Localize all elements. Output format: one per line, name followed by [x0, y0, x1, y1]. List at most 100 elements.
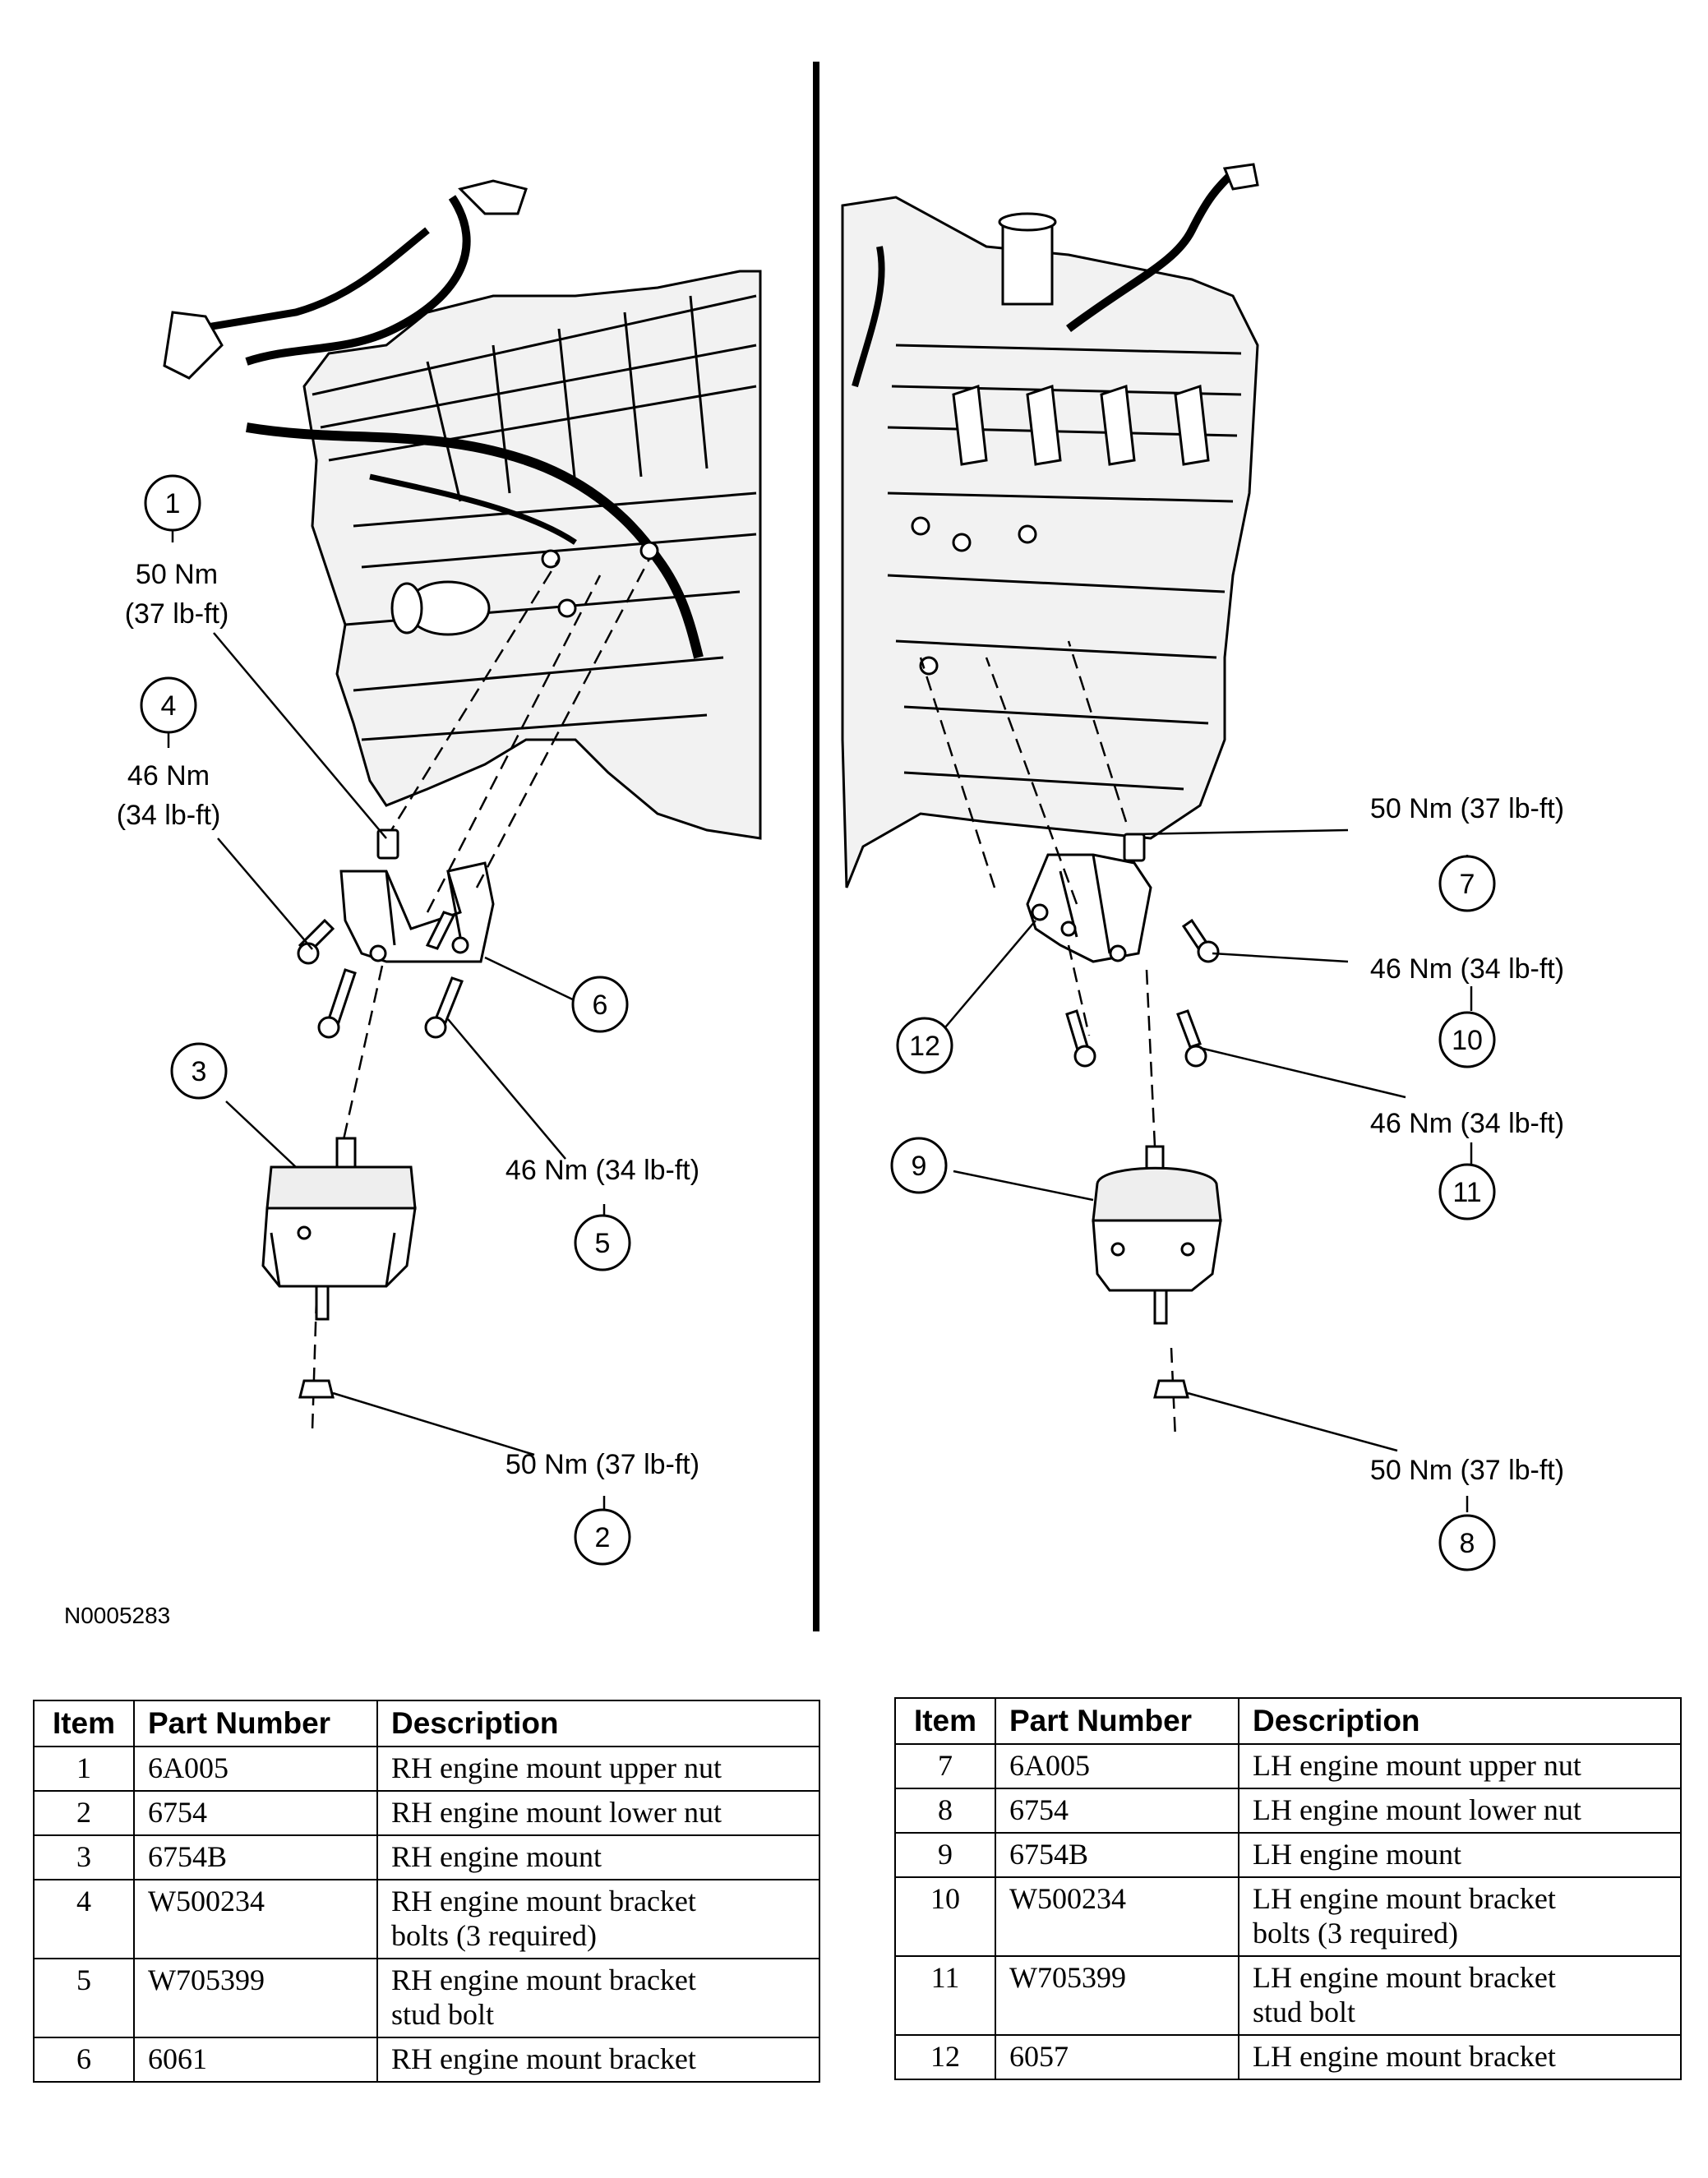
torque-value-imperial: (37 lb-ft) [125, 598, 229, 630]
cell-description: RH engine mount upper nut [376, 1746, 820, 1792]
lh-engine-illustration [841, 163, 1259, 888]
header-item: Item [894, 1697, 996, 1745]
callout-number: 3 [192, 1056, 207, 1087]
callout-number: 6 [593, 990, 608, 1021]
cell-part-number: 6061 [133, 2037, 378, 2083]
cell-item: 12 [894, 2034, 996, 2080]
callout-number: 11 [1452, 1177, 1481, 1208]
table-header-row: Item Part Number Description [894, 1697, 1682, 1745]
callout-7: 50 Nm (37 lb-ft) 7 [1370, 793, 1564, 912]
rh-engine-mount [261, 1137, 417, 1399]
torque-value: 46 Nm (34 lb-ft) [505, 1155, 699, 1186]
header-part-number: Part Number [133, 1700, 378, 1747]
cell-item: 8 [894, 1788, 996, 1834]
cell-part-number: W500234 [995, 1876, 1239, 1957]
rh-engine-mount-bracket [339, 861, 495, 963]
cell-part-number: W705399 [133, 1958, 378, 2038]
torque-value-imperial: (34 lb-ft) [117, 800, 221, 831]
description-line: RH engine mount lower nut [391, 1796, 722, 1829]
cell-item: 3 [33, 1834, 135, 1880]
cell-part-number: 6057 [995, 2034, 1239, 2080]
callout-number: 9 [912, 1151, 927, 1182]
callout-1: 1 50 Nm (37 lb-ft) [125, 474, 229, 630]
cell-item: 4 [33, 1879, 135, 1959]
description-line: RH engine mount [391, 1840, 602, 1873]
cell-part-number: W705399 [995, 1955, 1239, 2036]
callout-5: 46 Nm (34 lb-ft) 5 [505, 1155, 699, 1271]
description-line: LH engine mount bracket [1253, 1882, 1556, 1915]
figure-id: N0005283 [64, 1603, 170, 1628]
callout-11: 46 Nm (34 lb-ft) 11 [1370, 1108, 1564, 1221]
description-line: bolts (3 required) [391, 1919, 597, 1952]
cell-item: 2 [33, 1790, 135, 1836]
torque-value: 50 Nm (37 lb-ft) [505, 1449, 699, 1480]
description-line: RH engine mount bracket [391, 1885, 696, 1917]
cell-item: 5 [33, 1958, 135, 2038]
cell-part-number: 6754 [995, 1788, 1239, 1834]
description-line: RH engine mount bracket [391, 2042, 696, 2075]
cell-part-number: 6754 [133, 1790, 378, 1836]
callout-number: 12 [909, 1031, 940, 1062]
callout-leaders [167, 530, 1473, 1512]
callout-number: 7 [1460, 869, 1475, 900]
torque-value: 46 Nm (34 lb-ft) [1370, 953, 1564, 985]
description-line: LH engine mount upper nut [1253, 1749, 1581, 1782]
lh-alignment-lines [919, 640, 1177, 1439]
cell-description: LH engine mount bracket [1238, 2034, 1682, 2080]
callout-2: 50 Nm (37 lb-ft) 2 [505, 1449, 699, 1566]
description-line: stud bolt [1253, 1996, 1356, 2028]
callout-number: 5 [595, 1228, 611, 1259]
cell-item: 7 [894, 1743, 996, 1789]
cell-part-number: 6A005 [133, 1746, 378, 1792]
engine-mount-diagram: 1 50 Nm (37 lb-ft) 4 46 Nm (34 lb-ft) 6 … [64, 62, 1564, 1631]
description-line: RH engine mount upper nut [391, 1751, 722, 1784]
callout-9: 9 [890, 1137, 948, 1194]
table-header-row: Item Part Number Description [33, 1700, 820, 1747]
callout-3: 3 [170, 1042, 228, 1100]
callout-number: 1 [165, 488, 181, 519]
header-description: Description [1238, 1697, 1682, 1745]
description-line: LH engine mount bracket [1253, 2040, 1556, 2073]
callout-10: 46 Nm (34 lb-ft) 10 [1370, 953, 1564, 1068]
cell-description: LH engine mount lower nut [1238, 1788, 1682, 1834]
cell-part-number: 6A005 [995, 1743, 1239, 1789]
description-line: LH engine mount bracket [1253, 1961, 1556, 1994]
cell-item: 11 [894, 1955, 996, 2036]
cell-description: RH engine mount lower nut [376, 1790, 820, 1836]
callout-12: 12 [896, 1017, 953, 1074]
torque-value: 46 Nm [127, 760, 210, 791]
lh-engine-mount [1092, 1145, 1222, 1399]
torque-value: 50 Nm (37 lb-ft) [1370, 1455, 1564, 1486]
torque-value: 50 Nm [136, 559, 218, 590]
torque-value: 46 Nm (34 lb-ft) [1370, 1108, 1564, 1139]
cell-description: LH engine mount [1238, 1832, 1682, 1878]
cell-item: 1 [33, 1746, 135, 1792]
header-description: Description [376, 1700, 820, 1747]
description-line: stud bolt [391, 1998, 495, 2031]
callout-number: 8 [1460, 1528, 1475, 1559]
description-line: RH engine mount bracket [391, 1963, 696, 1996]
cell-item: 10 [894, 1876, 996, 1957]
rh-engine-illustration [163, 179, 762, 840]
callout-number: 2 [595, 1522, 611, 1553]
callout-6: 6 [571, 976, 629, 1033]
cell-item: 9 [894, 1832, 996, 1878]
cell-description: RH engine mount [376, 1834, 820, 1880]
header-item: Item [33, 1700, 135, 1747]
cell-item: 6 [33, 2037, 135, 2083]
